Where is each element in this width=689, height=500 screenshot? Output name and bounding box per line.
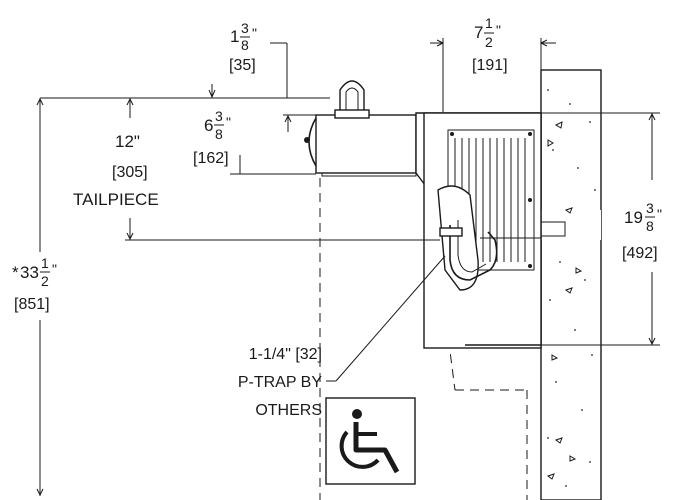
dim-backplate-num: 3 — [646, 200, 654, 216]
ptrap-note: 1-1/4" [32] P-TRAP BY OTHERS — [238, 255, 446, 419]
dim-overall-metric: [851] — [14, 296, 50, 313]
dim-nozzle-whole: 1 — [230, 27, 239, 46]
dim-depth-metric: [191] — [472, 57, 508, 74]
ptrap-note-line3: OTHERS — [255, 402, 322, 419]
fountain-unit — [304, 80, 542, 349]
dim-basin-num: 3 — [215, 108, 223, 124]
dim-basin-den: 8 — [215, 126, 223, 142]
dim-depth-unit: " — [496, 22, 501, 38]
dim-overall-unit: " — [52, 261, 57, 277]
dim-nozzle-unit: " — [252, 25, 257, 41]
dim-nozzle-metric: [35] — [229, 57, 256, 74]
dim-backplate-whole: 19 — [624, 208, 643, 227]
dim-backplate-height: 19 3 8 " [492] — [541, 112, 662, 346]
wheelchair-icon — [325, 397, 416, 485]
dim-tailpiece-label: TAILPIECE — [73, 190, 159, 209]
dim-depth-whole: 7 — [474, 23, 483, 42]
dim-basin-whole: 6 — [204, 116, 213, 135]
dim-backplate-unit: " — [657, 206, 662, 222]
dim-basin-height: 6 3 8 " [162] — [193, 108, 316, 175]
dim-tailpiece: 12" [305] TAILPIECE — [73, 97, 440, 241]
dim-overall-height: * 33 1 2 " [851] — [12, 97, 57, 497]
dim-nozzle-num: 3 — [241, 20, 249, 36]
dim-tailpiece-metric: [305] — [112, 164, 148, 181]
p-trap — [437, 185, 541, 291]
dim-wall-depth: 7 1 2 " [191] — [430, 15, 556, 112]
ptrap-note-line1: 1-1/4" [32] — [249, 346, 322, 363]
dim-depth-num: 1 — [485, 15, 493, 31]
concrete-wall — [540, 69, 602, 500]
dim-tailpiece-value: 12" — [115, 132, 140, 151]
dim-overall-prefix: * — [12, 263, 19, 282]
dim-nozzle-den: 8 — [241, 37, 249, 53]
dim-overall-whole: 33 — [20, 263, 39, 282]
ptrap-note-line2: P-TRAP BY — [238, 374, 323, 391]
dim-nozzle-offset: 1 3 8 " [35] — [208, 20, 288, 99]
dim-basin-unit: " — [226, 114, 231, 130]
dim-backplate-metric: [492] — [622, 245, 658, 262]
dim-depth-den: 2 — [485, 34, 493, 50]
dim-backplate-den: 8 — [646, 218, 654, 234]
dim-basin-metric: [162] — [193, 150, 229, 167]
dim-overall-den: 2 — [41, 273, 49, 289]
dim-overall-num: 1 — [41, 255, 49, 271]
